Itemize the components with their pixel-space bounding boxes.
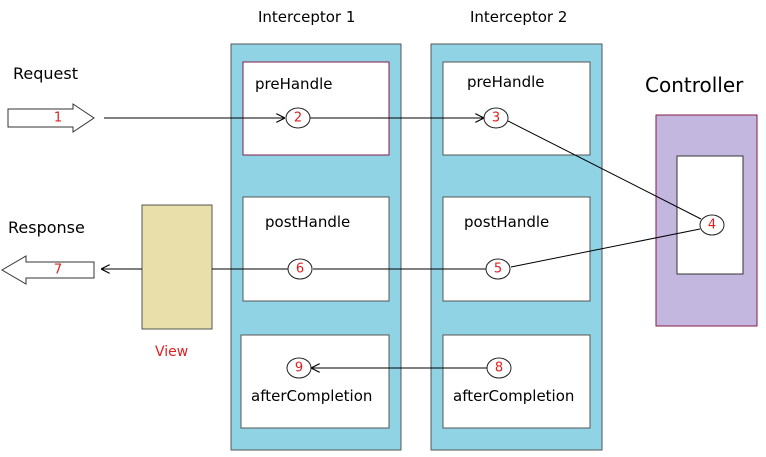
- request-label: Request: [13, 64, 78, 83]
- flow-line-3-to-4: [507, 120, 702, 220]
- interceptor-2-title: Interceptor 2: [470, 8, 568, 26]
- interceptor-1-aftercompletion-label: afterCompletion: [251, 387, 373, 405]
- step-circle-2: [285, 107, 311, 129]
- step-circle-9: [286, 357, 312, 379]
- interceptor-1-prehandle-box: [242, 61, 390, 156]
- step-number-9: 9: [295, 361, 303, 376]
- interceptor-2-prehandle-label: preHandle: [467, 73, 545, 91]
- step-number-8: 8: [495, 361, 503, 376]
- interceptor-1-title: Interceptor 1: [258, 8, 356, 26]
- step-circle-8: [486, 357, 512, 379]
- response-label: Response: [8, 218, 85, 237]
- step-number-5: 5: [494, 262, 502, 277]
- interceptor-2-aftercompletion-label: afterCompletion: [453, 387, 575, 405]
- step-circle-4: [699, 214, 725, 236]
- request-arrow: [7, 103, 95, 133]
- interceptor-2-posthandle-label: postHandle: [464, 213, 550, 231]
- controller-inner-box: [676, 155, 744, 275]
- view-label: View: [155, 344, 189, 360]
- interceptor-2-prehandle-box: [442, 61, 591, 156]
- step-number-7: 7: [54, 263, 62, 278]
- flow-line-4-to-5: [510, 228, 701, 268]
- step-number-3: 3: [492, 111, 500, 126]
- step-number-4: 4: [708, 218, 716, 233]
- interceptor-1-posthandle-box: [242, 196, 390, 302]
- interceptor-1-aftercompletion-box: [240, 334, 390, 429]
- interceptor-1-posthandle-label: postHandle: [265, 213, 351, 231]
- step-number-6: 6: [296, 262, 304, 277]
- step-circle-3: [483, 107, 509, 129]
- step-circle-5: [485, 258, 511, 280]
- step-circles: [285, 107, 725, 379]
- interceptor-2-aftercompletion-box: [442, 334, 591, 429]
- step-circle-6: [287, 258, 313, 280]
- response-arrow: [1, 255, 95, 285]
- view-box: [141, 204, 213, 330]
- controller-title: Controller: [645, 73, 744, 97]
- step-number-2: 2: [294, 111, 302, 126]
- interceptor-2-posthandle-box: [442, 196, 591, 302]
- interceptor-1-prehandle-label: preHandle: [255, 75, 333, 93]
- step-number-1: 1: [54, 111, 62, 126]
